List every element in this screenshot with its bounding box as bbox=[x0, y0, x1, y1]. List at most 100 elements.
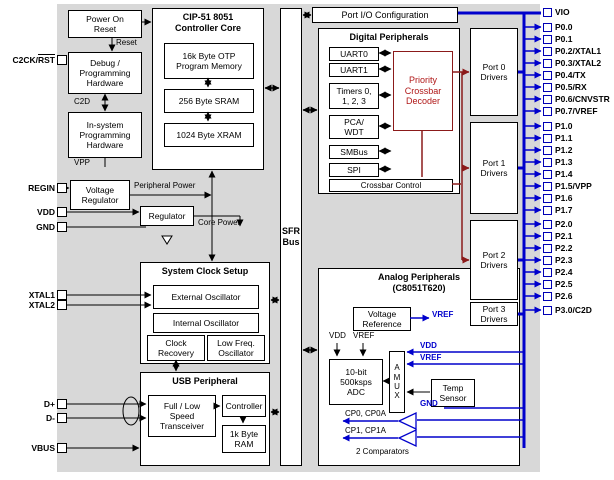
vpp-label: VPP bbox=[74, 158, 91, 167]
regulator-block: Regulator bbox=[140, 206, 194, 226]
cp1-label: CP1, CP1A bbox=[345, 426, 386, 435]
pin-pad-icon bbox=[543, 181, 552, 191]
pin-p1-0: P1.0 bbox=[543, 121, 573, 131]
pin-pad-icon bbox=[543, 205, 552, 215]
sram-block: 256 Byte SRAM bbox=[164, 89, 254, 113]
digital-peripherals-title: Digital Peripherals bbox=[349, 32, 429, 42]
low-freq-oscillator-block: Low Freq. Oscillator bbox=[207, 335, 265, 361]
pin-pad-icon bbox=[543, 106, 552, 116]
pin-pad-icon bbox=[543, 34, 552, 44]
pin-pad-icon bbox=[543, 94, 552, 104]
pin-p0-1: P0.1 bbox=[543, 34, 573, 44]
pin-pad-icon bbox=[543, 243, 552, 253]
pin-pad-icon bbox=[543, 193, 552, 203]
port0-drivers-block: Port 0 Drivers bbox=[470, 28, 518, 116]
pin-label: P0.6/CNVSTR bbox=[555, 94, 610, 104]
comparators-label: 2 Comparators bbox=[356, 447, 409, 456]
pin-pad-icon bbox=[543, 231, 552, 241]
in-system-programming-block: In-system Programming Hardware bbox=[68, 112, 142, 158]
pin-label: D+ bbox=[43, 399, 55, 409]
temp-sensor-block: Temp Sensor bbox=[431, 379, 475, 407]
uart0-block: UART0 bbox=[329, 47, 379, 61]
analog-peripherals-title: Analog Peripherals (C8051T620) bbox=[377, 272, 461, 293]
pin-pad-icon bbox=[543, 46, 552, 56]
pin-c2ck-rst: C2CK/RST bbox=[0, 55, 67, 65]
pin-pad-icon bbox=[543, 121, 552, 131]
voltage-reference-block: Voltage Reference bbox=[353, 307, 411, 331]
adc-block: 10-bit 500ksps ADC bbox=[329, 359, 383, 405]
pin-xtal2: XTAL2 bbox=[0, 300, 67, 310]
pin-pad-icon bbox=[57, 413, 67, 423]
pin-p0-2: P0.2/XTAL1 bbox=[543, 46, 601, 56]
pin-label: P0.1 bbox=[555, 34, 573, 44]
pin-label: VIO bbox=[555, 7, 570, 17]
pin-xtal1: XTAL1 bbox=[0, 290, 67, 300]
cip51-core-title: CIP-51 8051 Controller Core bbox=[174, 12, 241, 33]
timers-block: Timers 0, 1, 2, 3 bbox=[329, 83, 379, 109]
pin-regin: REGIN bbox=[0, 183, 67, 193]
pin-pad-icon bbox=[543, 145, 552, 155]
pin-p2-0: P2.0 bbox=[543, 219, 573, 229]
pin-label: P0.4/TX bbox=[555, 70, 586, 80]
system-clock-block: System Clock Setup External Oscillator I… bbox=[140, 262, 270, 364]
pin-pad-icon bbox=[543, 267, 552, 277]
pin-label: P2.4 bbox=[555, 267, 573, 277]
pin-pad-icon bbox=[57, 443, 67, 453]
sfr-bus-bar: SFR Bus bbox=[280, 8, 302, 466]
pin-label: P1.6 bbox=[555, 193, 573, 203]
pin-pad-icon bbox=[543, 157, 552, 167]
pin-p1-3: P1.3 bbox=[543, 157, 573, 167]
internal-oscillator-block: Internal Oscillator bbox=[153, 313, 259, 333]
pin-label: P0.7/VREF bbox=[555, 106, 598, 116]
pin-label: P3.0/C2D bbox=[555, 305, 592, 315]
pin-label: REGIN bbox=[28, 183, 55, 193]
pin-label: P2.0 bbox=[555, 219, 573, 229]
usb-transceiver-block: Full / Low Speed Transceiver bbox=[148, 395, 216, 437]
pin-p1-2: P1.2 bbox=[543, 145, 573, 155]
pin-dplus: D+ bbox=[0, 399, 67, 409]
external-oscillator-block: External Oscillator bbox=[153, 285, 259, 309]
pin-pad-icon bbox=[543, 169, 552, 179]
pin-pad-icon bbox=[543, 219, 552, 229]
pin-label: P2.5 bbox=[555, 279, 573, 289]
pin-p1-5: P1.5/VPP bbox=[543, 181, 592, 191]
adc-vdd-label: VDD bbox=[329, 331, 346, 340]
pin-pad-icon bbox=[543, 70, 552, 80]
pin-pad-icon bbox=[543, 58, 552, 68]
xram-block: 1024 Byte XRAM bbox=[164, 123, 254, 147]
usb-ram-block: 1k Byte RAM bbox=[222, 425, 266, 453]
pin-label: P1.4 bbox=[555, 169, 573, 179]
amux-block: A M U X bbox=[389, 351, 405, 413]
pin-p2-6: P2.6 bbox=[543, 291, 573, 301]
pin-p2-5: P2.5 bbox=[543, 279, 573, 289]
pin-label: P1.1 bbox=[555, 133, 573, 143]
system-clock-title: System Clock Setup bbox=[161, 266, 249, 276]
port3-drivers-block: Port 3 Drivers bbox=[470, 302, 518, 326]
clock-recovery-block: Clock Recovery bbox=[147, 335, 205, 361]
pin-label: D- bbox=[46, 413, 55, 423]
digital-peripherals-block: Digital Peripherals UART0 UART1 Timers 0… bbox=[318, 28, 460, 194]
usb-peripheral-title: USB Peripheral bbox=[172, 376, 238, 386]
gnd-analog-label: GND bbox=[420, 399, 438, 408]
amux-vdd-label: VDD bbox=[420, 341, 437, 350]
pin-pad-icon bbox=[57, 399, 67, 409]
pin-p0-5: P0.5/RX bbox=[543, 82, 587, 92]
pin-p2-1: P2.1 bbox=[543, 231, 573, 241]
vref-out-label: VREF bbox=[432, 310, 454, 319]
pin-label: P0.3/XTAL2 bbox=[555, 58, 602, 68]
reset-label: Reset bbox=[116, 38, 137, 47]
port1-drivers-block: Port 1 Drivers bbox=[470, 122, 518, 214]
peripheral-power-label: Peripheral Power bbox=[134, 181, 196, 190]
cp0-label: CP0, CP0A bbox=[345, 409, 386, 418]
pin-p2-3: P2.3 bbox=[543, 255, 573, 265]
voltage-regulator-block: Voltage Regulator bbox=[70, 180, 130, 210]
pin-label: XTAL1 bbox=[28, 290, 55, 300]
pin-pad-icon bbox=[543, 7, 552, 17]
pin-p1-4: P1.4 bbox=[543, 169, 573, 179]
pin-p2-4: P2.4 bbox=[543, 267, 573, 277]
port-io-config-block: Port I/O Configuration bbox=[312, 7, 458, 23]
pin-label: P0.0 bbox=[555, 22, 573, 32]
pin-label: GND bbox=[36, 222, 55, 232]
pin-label: XTAL2 bbox=[28, 300, 55, 310]
